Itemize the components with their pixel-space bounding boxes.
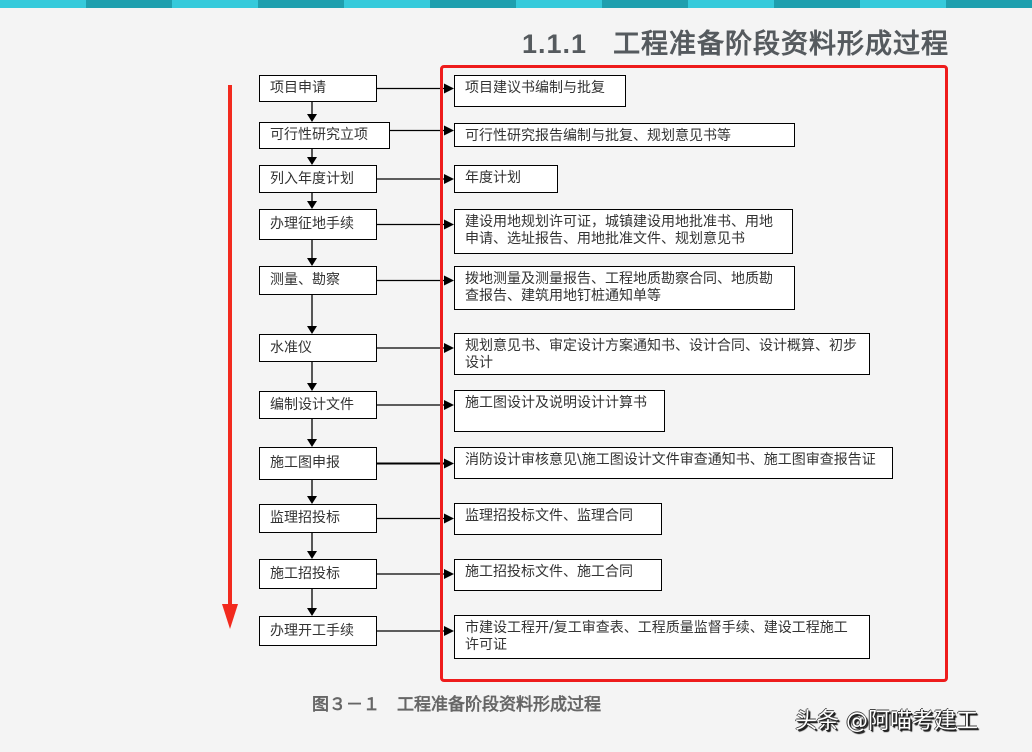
section-title: 工程准备阶段资料形成过程 [613, 29, 950, 59]
step-label: 水准仪 [270, 339, 312, 356]
decorative-top-bar [0, 0, 1032, 8]
step-label: 办理征地手续 [270, 216, 354, 232]
bar-segment [774, 0, 860, 8]
bar-segment [258, 0, 344, 8]
document-box: 施工图设计及说明设计计算书 [454, 390, 665, 432]
arrowhead [307, 383, 317, 391]
document-box: 监理招投标文件、监理合同 [454, 503, 662, 535]
step-box: 办理开工手续 [259, 616, 377, 646]
arrowhead [444, 569, 454, 579]
arrowhead [307, 496, 317, 504]
document-box: 消防设计审核意见\施工图设计文件审查通知书、施工图审查报告证 [454, 447, 893, 479]
document-box: 可行性研究报告编制与批复、规划意见书等 [454, 123, 795, 147]
step-label: 施工招投标 [270, 565, 340, 582]
document-text: 项目建议书编制与批复 [465, 80, 605, 96]
step-box: 项目申请 [259, 75, 377, 102]
arrowhead [444, 343, 454, 353]
figure-caption: 图３－１ 工程准备阶段资料形成过程 [312, 695, 601, 715]
arrowhead [444, 458, 454, 469]
bar-segment [0, 0, 86, 8]
arrowhead [307, 258, 317, 266]
document-text: 施工图设计及说明设计计算书 [465, 395, 647, 411]
document-text: 消防设计审核意见\施工图设计文件审查通知书、施工图审查报告证 [465, 452, 876, 468]
arrowhead [444, 125, 454, 136]
step-label: 可行性研究立项 [270, 127, 368, 143]
step-label: 监理招投标 [270, 510, 340, 526]
highlight-frame [440, 65, 948, 682]
bar-segment [516, 0, 602, 8]
step-box: 施工招投标 [259, 559, 377, 589]
bar-segment [430, 0, 516, 8]
bar-segment [172, 0, 258, 8]
arrowhead [444, 83, 454, 94]
step-label: 列入年度计划 [270, 170, 354, 187]
document-box: 拨地测量及测量报告、工程地质勘察合同、地质勘查报告、建筑用地钉桩通知单等 [454, 266, 795, 310]
red-arrowhead [222, 604, 238, 629]
document-text: 可行性研究报告编制与批复、规划意见书等 [465, 128, 731, 144]
document-box: 规划意见书、审定设计方案通知书、设计合同、设计概算、初步设计 [454, 333, 870, 375]
document-box: 市建设工程开/复工审查表、工程质量监督手续、建设工程施工许可证 [454, 615, 870, 659]
bar-segment [344, 0, 430, 8]
step-box: 编制设计文件 [259, 391, 377, 419]
bar-segment [86, 0, 172, 8]
arrowhead [307, 551, 317, 559]
step-box: 监理招投标 [259, 504, 377, 533]
document-box: 年度计划 [454, 165, 558, 193]
arrowhead [307, 114, 317, 122]
document-text: 监理招投标文件、监理合同 [465, 508, 633, 524]
step-box: 可行性研究立项 [259, 122, 390, 149]
arrowhead [307, 201, 317, 209]
step-box: 列入年度计划 [259, 165, 377, 193]
bar-segment [946, 0, 1032, 8]
step-box: 办理征地手续 [259, 209, 377, 240]
arrowhead [307, 608, 317, 616]
page-title: 1.1.1 工程准备阶段资料形成过程 [522, 22, 949, 61]
document-text: 施工招投标文件、施工合同 [465, 564, 633, 580]
section-number: 1.1.1 [522, 29, 588, 59]
step-label: 编制设计文件 [270, 396, 354, 413]
document-text: 规划意见书、审定设计方案通知书、设计合同、设计概算、初步设计 [465, 338, 857, 371]
arrowhead [444, 174, 454, 184]
arrowhead [444, 400, 454, 410]
step-box: 水准仪 [259, 334, 377, 362]
step-label: 项目申请 [270, 80, 326, 96]
arrowhead [307, 157, 317, 165]
bar-segment [602, 0, 688, 8]
arrowhead [444, 513, 454, 524]
document-box: 建设用地规划许可证，城镇建设用地批准书、用地申请、选址报告、用地批准文件、规划意… [454, 209, 793, 254]
document-text: 市建设工程开/复工审查表、工程质量监督手续、建设工程施工许可证 [465, 620, 848, 653]
arrowhead [444, 275, 454, 286]
bar-segment [860, 0, 946, 8]
step-box: 施工图申报 [259, 447, 377, 480]
document-text: 年度计划 [465, 170, 521, 186]
document-text: 建设用地规划许可证，城镇建设用地批准书、用地申请、选址报告、用地批准文件、规划意… [465, 214, 773, 247]
arrowhead [307, 439, 317, 447]
step-label: 测量、勘察 [270, 272, 340, 288]
step-label: 施工图申报 [270, 455, 340, 471]
bar-segment [688, 0, 774, 8]
arrowhead [444, 626, 454, 636]
watermark: 头条 @阿喵考建工 [795, 709, 978, 734]
step-box: 测量、勘察 [259, 266, 377, 295]
document-box: 施工招投标文件、施工合同 [454, 559, 662, 591]
step-label: 办理开工手续 [270, 622, 354, 639]
arrowhead [444, 219, 454, 230]
arrowhead [307, 326, 317, 334]
document-box: 项目建议书编制与批复 [454, 75, 626, 107]
document-text: 拨地测量及测量报告、工程地质勘察合同、地质勘查报告、建筑用地钉桩通知单等 [465, 271, 773, 304]
